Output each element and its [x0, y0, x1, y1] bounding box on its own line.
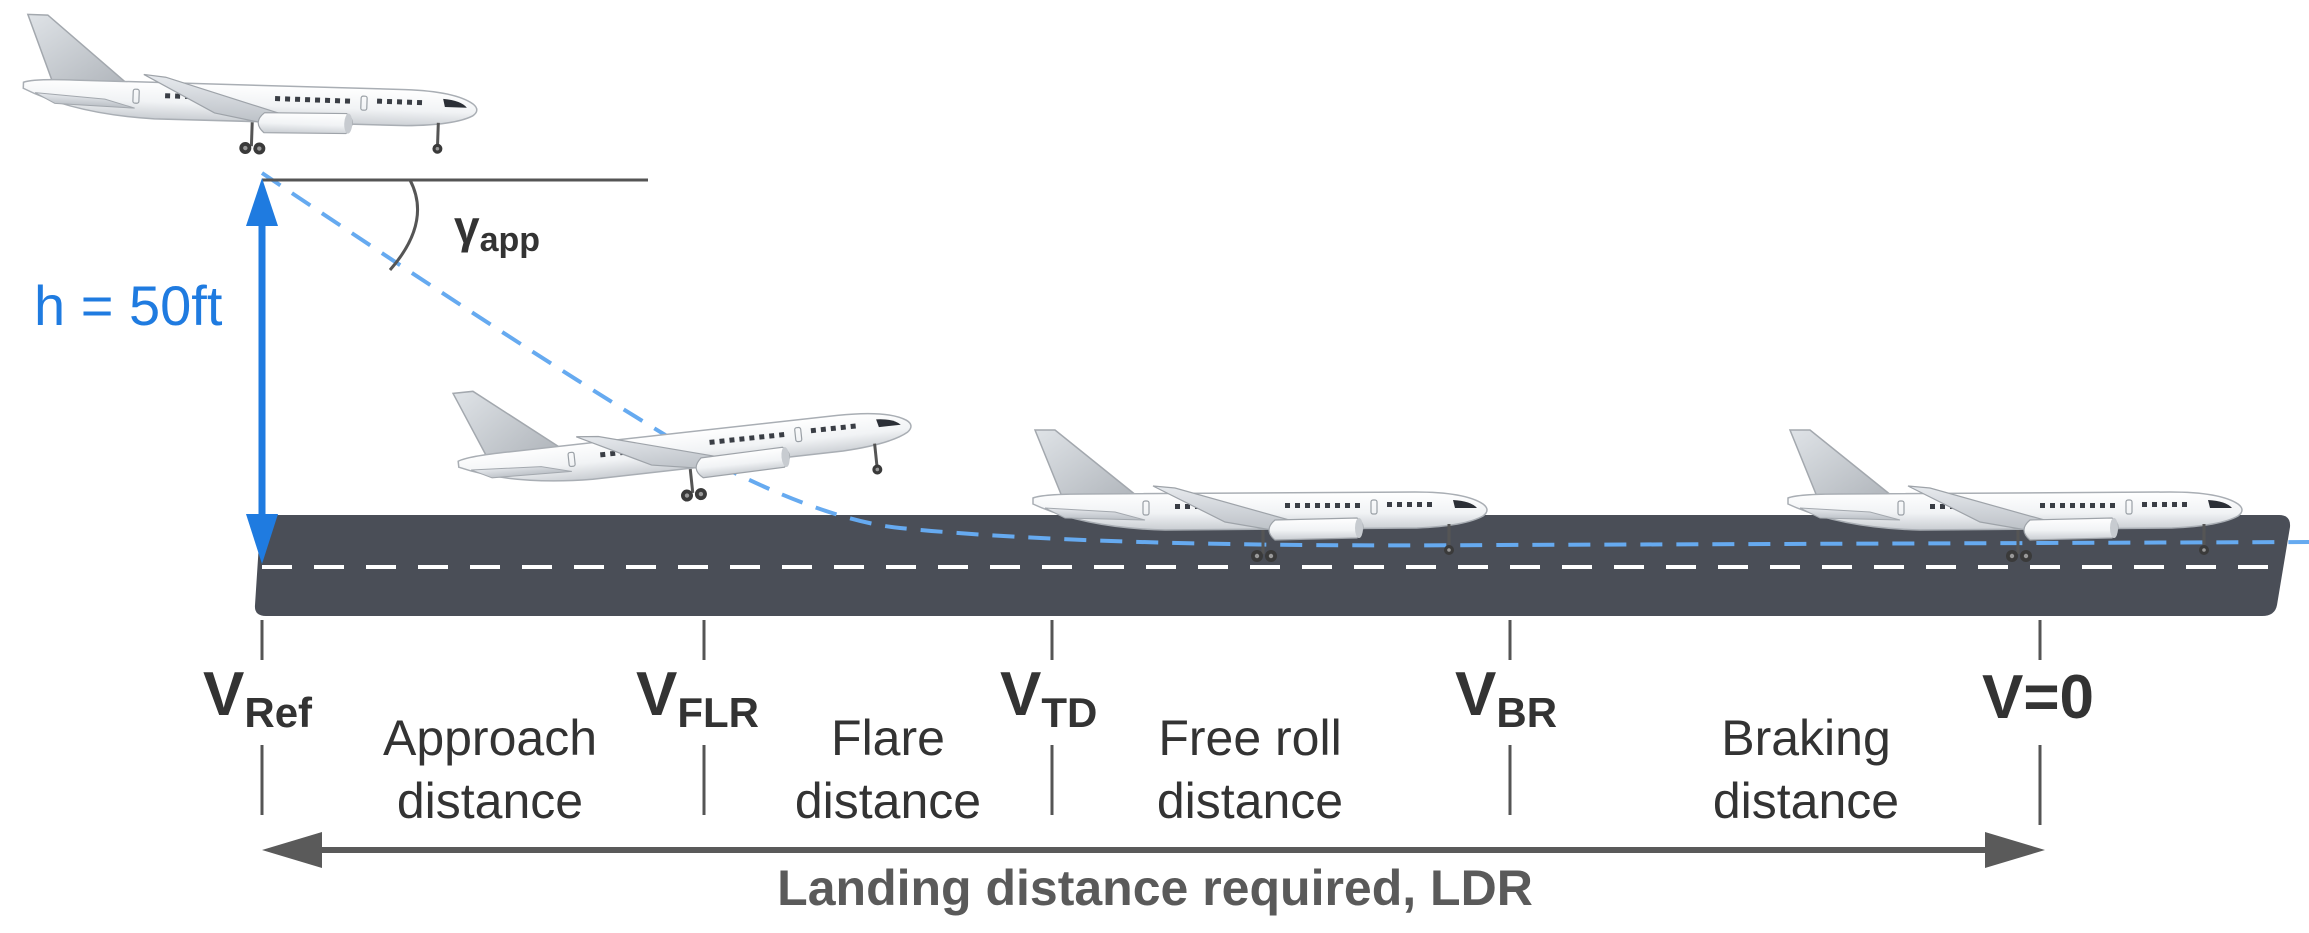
height-arrow [246, 178, 278, 564]
airplane-flare [449, 344, 918, 527]
speed-label-vflr: VFLR [636, 660, 759, 736]
segment-approach-line2: distance [397, 773, 583, 829]
distance-markers [260, 620, 2042, 825]
ldr-arrow [262, 832, 2045, 868]
speed-label-vref: VRef [203, 660, 313, 736]
segment-freeroll-line2: distance [1157, 773, 1343, 829]
approach-angle-arc [388, 179, 420, 271]
runway [254, 515, 2292, 616]
speed-label-vtd: VTD [1000, 660, 1097, 736]
segment-freeroll-line1: Free roll [1158, 710, 1341, 766]
segment-braking-line2: distance [1713, 773, 1899, 829]
gamma-symbol: γ [454, 201, 480, 253]
height-label: h = 50ft [34, 274, 223, 337]
gamma-app-label: γapp [454, 201, 540, 259]
segment-flare-line2: distance [795, 773, 981, 829]
height-arrow-top-head [246, 178, 278, 226]
segment-approach-line1: Approach [383, 710, 597, 766]
airplane-approach [19, 12, 482, 164]
gamma-subscript: app [480, 221, 540, 259]
ldr-arrow-left-head [262, 832, 322, 868]
ldr-arrow-right-head [1985, 832, 2045, 868]
flight-path [260, 171, 2309, 548]
speed-label-v0: V=0 [1982, 663, 2094, 732]
height-arrow-bottom-head [246, 514, 278, 564]
speed-label-vbr: VBR [1455, 660, 1557, 736]
segment-braking-line1: Braking [1721, 710, 1891, 766]
segment-flare-line1: Flare [831, 710, 945, 766]
ldr-label: Landing distance required, LDR [777, 860, 1533, 916]
